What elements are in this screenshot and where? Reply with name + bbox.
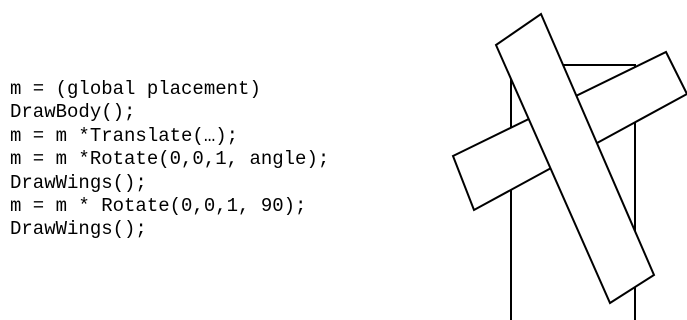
code-line-rotate-angle: m = m *Rotate(0,0,1, angle); <box>10 148 330 171</box>
windmill-wing-1 <box>494 12 656 305</box>
code-line-draw-body: DrawBody(); <box>10 101 136 124</box>
code-listing: m = (global placement)DrawBody();m = m *… <box>10 78 329 242</box>
code-line-translate: m = m *Translate(…); <box>10 124 239 147</box>
code-line-rotate-90: m = m * Rotate(0,0,1, 90); <box>10 195 307 218</box>
code-line-draw-wings-2: DrawWings(); <box>10 218 147 241</box>
windmill-figure <box>451 12 687 320</box>
code-line-global-placement: m = (global placement) <box>10 78 261 100</box>
code-line-draw-wings-1: DrawWings(); <box>10 171 147 194</box>
